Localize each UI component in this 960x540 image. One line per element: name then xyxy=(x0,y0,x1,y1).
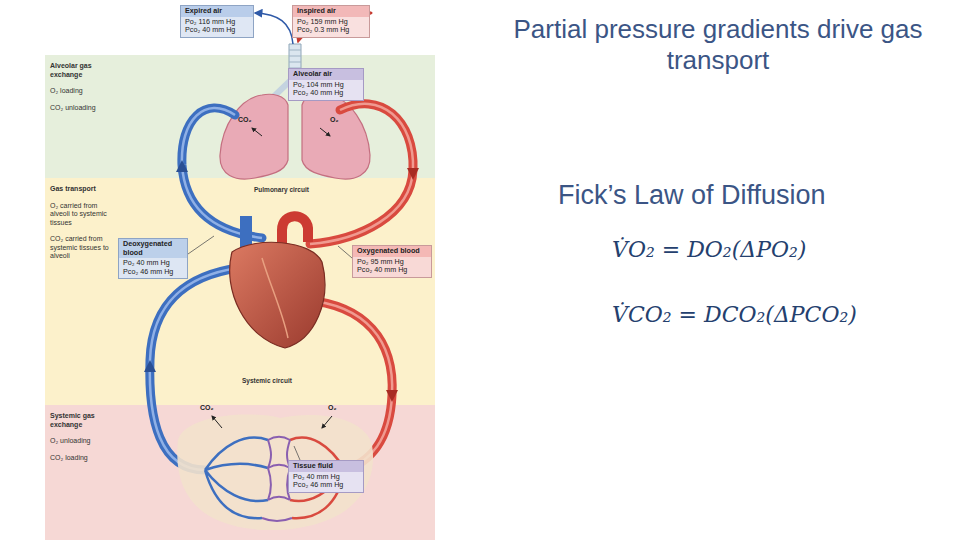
slide-title: Partial pressure gradients drive gas tra… xyxy=(496,14,940,76)
band-label-column: Systemic gas exchange O₂ unloadingCO₂ loa… xyxy=(50,412,114,470)
band-description: O₂ loading xyxy=(50,87,114,96)
gas-pressure-box: Expired airPo₂ 116 mm HgPco₂ 40 mm Hg xyxy=(180,5,254,38)
box-heading: Oxygenated blood xyxy=(353,246,431,257)
gas-arrow xyxy=(212,416,222,428)
gas-pressure-box: Deoxygenated bloodPo₂ 40 mm HgPco₂ 46 mm… xyxy=(118,238,188,279)
gas-label: CO₂ xyxy=(200,404,214,411)
band-heading: Gas transport xyxy=(50,185,114,194)
gas-pressure-box: Tissue fluidPo₂ 40 mm HgPco₂ 46 mm Hg xyxy=(288,460,364,493)
partial-pressure-value: Po₂ 40 mm Hg xyxy=(289,473,363,482)
band-description: O₂ carried from alveoli to systemic tiss… xyxy=(50,202,114,228)
circuit-label: Systemic circuit xyxy=(242,377,292,384)
band-description: CO₂ carried from systemic tissues to alv… xyxy=(50,235,114,261)
partial-pressure-value: Po₂ 104 mm Hg xyxy=(289,81,363,90)
gas-label: O₂ xyxy=(330,116,339,123)
gas-pressure-box: Inspired airPo₂ 159 mm HgPco₂ 0.3 mm Hg xyxy=(292,5,370,38)
venous-capillaries xyxy=(205,438,268,519)
partial-pressure-value: Pco₂ 40 mm Hg xyxy=(353,266,431,275)
band-description: CO₂ loading xyxy=(50,454,114,463)
heart-groove xyxy=(262,258,288,338)
partial-pressure-value: Po₂ 159 mm Hg xyxy=(293,18,369,27)
box-heading: Deoxygenated blood xyxy=(119,239,187,258)
gas-arrow xyxy=(320,128,330,136)
partial-pressure-value: Pco₂ 40 mm Hg xyxy=(181,26,253,35)
band-description: CO₂ unloading xyxy=(50,104,114,113)
section-heading: Fick’s Law of Diffusion xyxy=(558,180,826,211)
equation: V̇CO₂ = DCO₂(ΔPCO₂) xyxy=(612,302,857,327)
partial-pressure-value: Pco₂ 46 mm Hg xyxy=(119,268,187,277)
gas-arrow xyxy=(252,128,262,136)
gas-pressure-box: Alveolar airPo₂ 104 mm HgPco₂ 40 mm Hg xyxy=(288,68,364,101)
equation: V̇O₂ = DO₂(ΔPO₂) xyxy=(612,237,806,262)
box-heading: Expired air xyxy=(181,6,253,17)
gas-label: CO₂ xyxy=(238,116,252,123)
gas-pressure-box: Oxygenated bloodPo₂ 95 mm HgPco₂ 40 mm H… xyxy=(352,245,432,278)
gas-label: O₂ xyxy=(328,404,337,411)
box-heading: Inspired air xyxy=(293,6,369,17)
band-description: O₂ unloading xyxy=(50,437,114,446)
leader-line xyxy=(294,446,300,460)
box-heading: Tissue fluid xyxy=(289,461,363,472)
partial-pressure-value: Pco₂ 0.3 mm Hg xyxy=(293,26,369,35)
flow-arrow xyxy=(144,360,156,372)
band-label-column: Gas transport O₂ carried from alveoli to … xyxy=(50,185,114,269)
band-label-column: Alveolar gas exchange O₂ loadingCO₂ unloa… xyxy=(50,62,114,120)
flow-arrow xyxy=(176,160,188,172)
gas-arrow xyxy=(322,416,332,428)
box-heading: Alveolar air xyxy=(289,69,363,80)
expired-air-arrow xyxy=(255,13,293,44)
partial-pressure-value: Po₂ 116 mm Hg xyxy=(181,18,253,27)
partial-pressure-value: Pco₂ 40 mm Hg xyxy=(289,89,363,98)
circuit-label: Pulmonary circuit xyxy=(254,186,309,193)
partial-pressure-value: Po₂ 40 mm Hg xyxy=(119,259,187,268)
partial-pressure-value: Po₂ 95 mm Hg xyxy=(353,258,431,267)
band-heading: Systemic gas exchange xyxy=(50,412,114,429)
partial-pressure-value: Pco₂ 46 mm Hg xyxy=(289,481,363,490)
band-heading: Alveolar gas exchange xyxy=(50,62,114,79)
